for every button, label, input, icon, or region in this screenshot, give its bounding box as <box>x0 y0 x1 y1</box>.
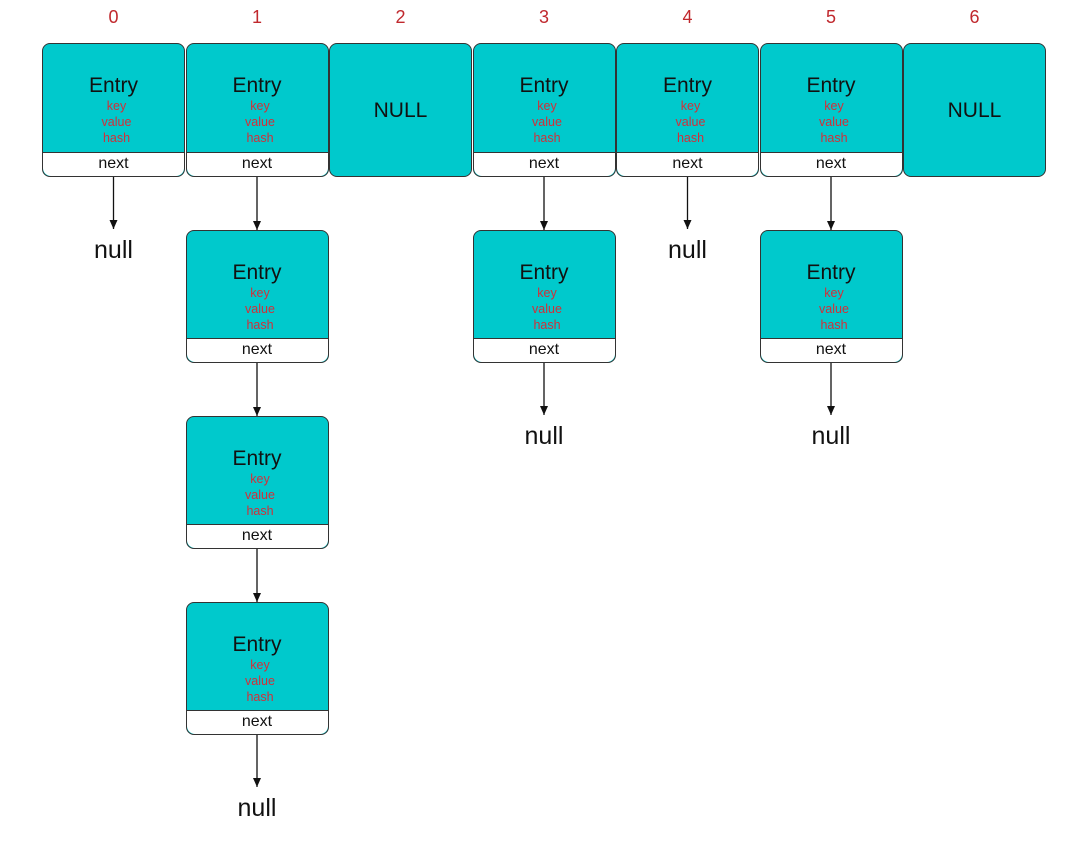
entry-key-field: key <box>250 472 270 486</box>
entry-key-field: key <box>250 99 270 113</box>
entry-value-field: value <box>675 115 706 129</box>
bucket-6-null: NULL <box>903 43 1046 177</box>
chain-entry-bucket-3: Entry key value hash next <box>472 230 616 363</box>
entry-hash-field: hash <box>676 131 705 145</box>
bucket-index-5: 5 <box>825 7 836 27</box>
entry-hash-field: hash <box>246 504 274 518</box>
entry-value-field: value <box>245 302 275 316</box>
chain-entry-bucket-1: Entry key value hash next <box>185 230 329 363</box>
entry-next-pointer: next <box>186 710 328 734</box>
bucket-index-3: 3 <box>538 7 549 27</box>
entry-next-pointer: next <box>43 152 184 176</box>
bucket-index-4: 4 <box>682 7 693 27</box>
entry-hash-field: hash <box>533 318 561 332</box>
entry-value-field: value <box>245 674 275 688</box>
entry-key-field: key <box>824 99 844 113</box>
bucket-index-6: 6 <box>969 7 980 27</box>
entry-hash-field: hash <box>102 131 131 145</box>
bucket-5-entry: Entry key value hash next <box>759 43 903 177</box>
null-terminator: null <box>811 422 851 450</box>
entry-value-field: value <box>532 302 562 316</box>
entry-next-pointer: next <box>473 152 615 176</box>
entry-value-field: value <box>532 115 562 129</box>
entry-key-field: key <box>680 99 701 113</box>
entry-title: Entry <box>232 261 282 284</box>
chain-entry-bucket-5: Entry key value hash next <box>759 230 903 363</box>
entry-hash-field: hash <box>246 690 274 704</box>
entry-title: Entry <box>519 74 569 97</box>
entry-title: Entry <box>806 74 856 97</box>
entry-value-field: value <box>819 302 849 316</box>
null-terminator: null <box>668 236 707 264</box>
entry-next-pointer: next <box>186 524 328 548</box>
entry-title: Entry <box>519 261 569 284</box>
entry-key-field: key <box>250 286 270 300</box>
entry-next-pointer: next <box>186 338 328 362</box>
bucket-index-2: 2 <box>395 7 406 27</box>
entry-hash-field: hash <box>533 131 561 145</box>
entry-hash-field: hash <box>246 131 274 145</box>
entry-title: Entry <box>232 633 282 656</box>
entry-hash-field: hash <box>820 318 848 332</box>
entry-key-field: key <box>537 99 557 113</box>
entry-next-pointer: next <box>473 338 615 362</box>
entry-next-pointer: next <box>617 152 758 176</box>
entry-key-field: key <box>106 99 127 113</box>
bucket-1-entry: Entry key value hash next <box>185 43 329 177</box>
entry-next-pointer: next <box>760 338 902 362</box>
bucket-4-entry: Entry key value hash next <box>616 43 759 177</box>
bucket-null-label: NULL <box>373 99 428 122</box>
entry-title: Entry <box>806 261 856 284</box>
entry-key-field: key <box>537 286 557 300</box>
entry-key-field: key <box>250 658 270 672</box>
entry-key-field: key <box>824 286 844 300</box>
entry-next-pointer: next <box>186 152 328 176</box>
entry-value-field: value <box>245 488 275 502</box>
chain-entry-bucket-1: Entry key value hash next <box>185 416 329 549</box>
entry-hash-field: hash <box>246 318 274 332</box>
bucket-2-null: NULL <box>329 43 472 177</box>
bucket-0-entry: Entry key value hash next <box>42 43 185 177</box>
chain-entry-bucket-1: Entry key value hash next <box>185 602 329 735</box>
bucket-index-1: 1 <box>251 7 262 27</box>
bucket-index-0: 0 <box>108 7 119 27</box>
entry-value-field: value <box>101 115 132 129</box>
entry-value-field: value <box>819 115 849 129</box>
null-terminator: null <box>524 422 564 450</box>
entry-next-pointer: next <box>760 152 902 176</box>
null-terminator: null <box>237 794 277 822</box>
entry-title: Entry <box>232 447 282 470</box>
null-terminator: null <box>94 236 133 264</box>
entry-title: Entry <box>232 74 282 97</box>
entry-title: Entry <box>88 74 138 97</box>
entry-hash-field: hash <box>820 131 848 145</box>
entry-title: Entry <box>662 74 712 97</box>
entry-value-field: value <box>245 115 275 129</box>
bucket-3-entry: Entry key value hash next <box>472 43 616 177</box>
bucket-null-label: NULL <box>947 99 1002 122</box>
